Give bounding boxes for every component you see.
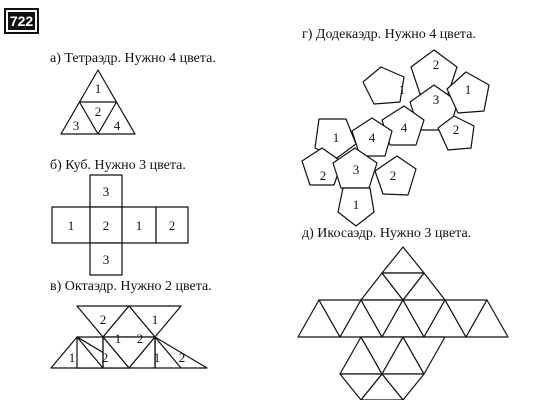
dodeca-face-label: 1	[465, 82, 472, 97]
octahedron-net: 2 1 1 2 1 2 1 2	[50, 305, 208, 369]
caption-icosahedron: д) Икосаэдр. Нужно 3 цвета.	[302, 226, 471, 241]
tetra-face-label: 3	[73, 118, 80, 133]
octa-face-label: 2	[179, 350, 186, 365]
cube-face-label: 2	[103, 218, 110, 233]
dodeca-face-label: 2	[320, 168, 327, 183]
caption-tetrahedron: а) Тетраэдр. Нужно 4 цвета.	[50, 51, 216, 66]
dodeca-face-label: 3	[353, 162, 360, 177]
dodeca-face-label: 4	[369, 130, 376, 145]
icosahedron-net	[297, 246, 509, 400]
cube-face-label: 3	[103, 184, 110, 199]
dodeca-face-label: 1	[399, 82, 406, 97]
dodeca-face-label: 2	[433, 57, 440, 72]
cube-net: 3 1 2 1 2 3	[51, 174, 189, 276]
octa-face-label: 2	[137, 331, 144, 346]
dodeca-face-label: 3	[433, 92, 440, 107]
dodeca-face-label: 2	[390, 168, 397, 183]
dodeca-face-label: 2	[453, 122, 460, 137]
dodeca-face-label: 1	[333, 130, 340, 145]
octa-face-label: 1	[154, 350, 161, 365]
cube-face-label: 1	[136, 218, 143, 233]
caption-octahedron: в) Октаэдр. Нужно 2 цвета.	[50, 279, 212, 294]
tetra-face-label: 2	[95, 104, 102, 119]
problem-number-badge: 722	[4, 8, 39, 34]
problem-number: 722	[10, 13, 34, 29]
octa-face-label: 1	[115, 331, 122, 346]
octa-face-label: 1	[152, 312, 159, 327]
dodecahedron-net: 2 1 3 1 4 2 1 4 2 3 2 1	[301, 49, 490, 227]
octa-face-label: 2	[100, 312, 107, 327]
tetra-face-label: 1	[95, 81, 102, 96]
cube-face-label: 1	[68, 218, 75, 233]
tetra-face-label: 4	[114, 118, 121, 133]
caption-dodecahedron: г) Додекаэдр. Нужно 4 цвета.	[302, 27, 476, 42]
cube-face-label: 3	[103, 252, 110, 267]
dodeca-face-label: 1	[353, 197, 360, 212]
octa-face-label: 1	[69, 350, 76, 365]
caption-cube: б) Куб. Нужно 3 цвета.	[50, 158, 186, 173]
cube-face-label: 2	[169, 218, 176, 233]
dodeca-face-label: 4	[401, 120, 408, 135]
tetrahedron-net: 1 2 3 4	[60, 69, 136, 135]
octa-face-label: 2	[102, 350, 109, 365]
